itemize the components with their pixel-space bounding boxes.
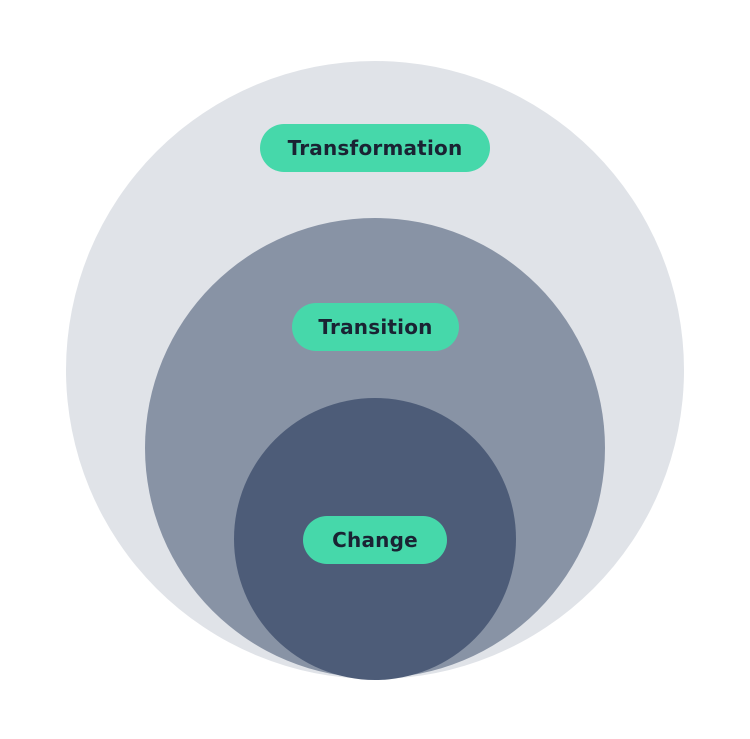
change-label: Change bbox=[303, 516, 447, 564]
transformation-label: Transformation bbox=[260, 124, 490, 172]
transition-label: Transition bbox=[292, 303, 459, 351]
